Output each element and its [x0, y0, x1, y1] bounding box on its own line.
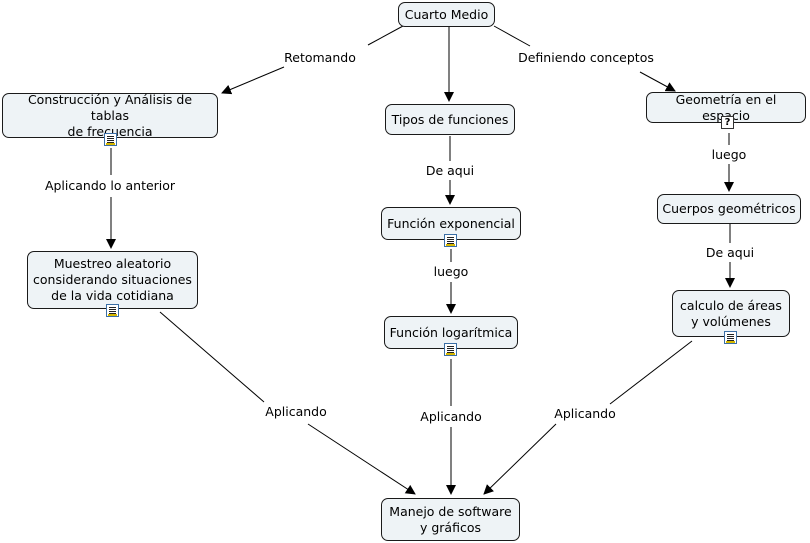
document-resource-icon[interactable] — [724, 331, 737, 344]
connector-line — [221, 66, 285, 95]
connector-line — [639, 71, 676, 92]
link-label-aplicando: Aplicando — [552, 406, 618, 422]
link-label-luego: luego — [709, 147, 749, 163]
question-resource-icon[interactable]: ? — [721, 116, 734, 129]
connector-line — [483, 423, 557, 495]
link-label-definiendo-conceptos: Definiendo conceptos — [516, 50, 656, 66]
link-label-aplicando: Aplicando — [263, 404, 329, 420]
node-construccion-analisis[interactable]: Construcción y Análisis de tablas de fre… — [2, 92, 218, 139]
link-label-de-aqui: De aqui — [703, 245, 757, 261]
document-resource-icon[interactable] — [444, 343, 457, 356]
node-calculo-areas[interactable]: calculo de áreas y volúmenes — [672, 290, 790, 337]
document-resource-icon[interactable] — [444, 234, 457, 247]
link-label-de-aqui: De aqui — [423, 163, 477, 179]
node-cuarto-medio[interactable]: Cuarto Medio — [398, 2, 495, 27]
link-label-luego: luego — [431, 264, 471, 280]
connector-line — [307, 423, 416, 495]
link-label-aplicando-lo-anterior: Aplicando lo anterior — [42, 178, 178, 194]
node-muestreo-aleatorio[interactable]: Muestreo aleatorio considerando situacio… — [27, 251, 198, 309]
node-cuerpos-geometricos[interactable]: Cuerpos geométricos — [657, 194, 801, 224]
connector-line — [609, 340, 693, 405]
connector-line — [367, 25, 404, 46]
link-label-aplicando: Aplicando — [418, 409, 484, 425]
link-label-retomando: Retomando — [282, 50, 358, 66]
connector-line — [493, 25, 531, 47]
document-resource-icon[interactable] — [106, 304, 119, 317]
document-resource-icon[interactable] — [104, 133, 117, 146]
node-tipos-funciones[interactable]: Tipos de funciones — [385, 104, 515, 135]
node-manejo-software[interactable]: Manejo de software y gráficos — [381, 498, 520, 541]
connector-line — [159, 311, 265, 403]
